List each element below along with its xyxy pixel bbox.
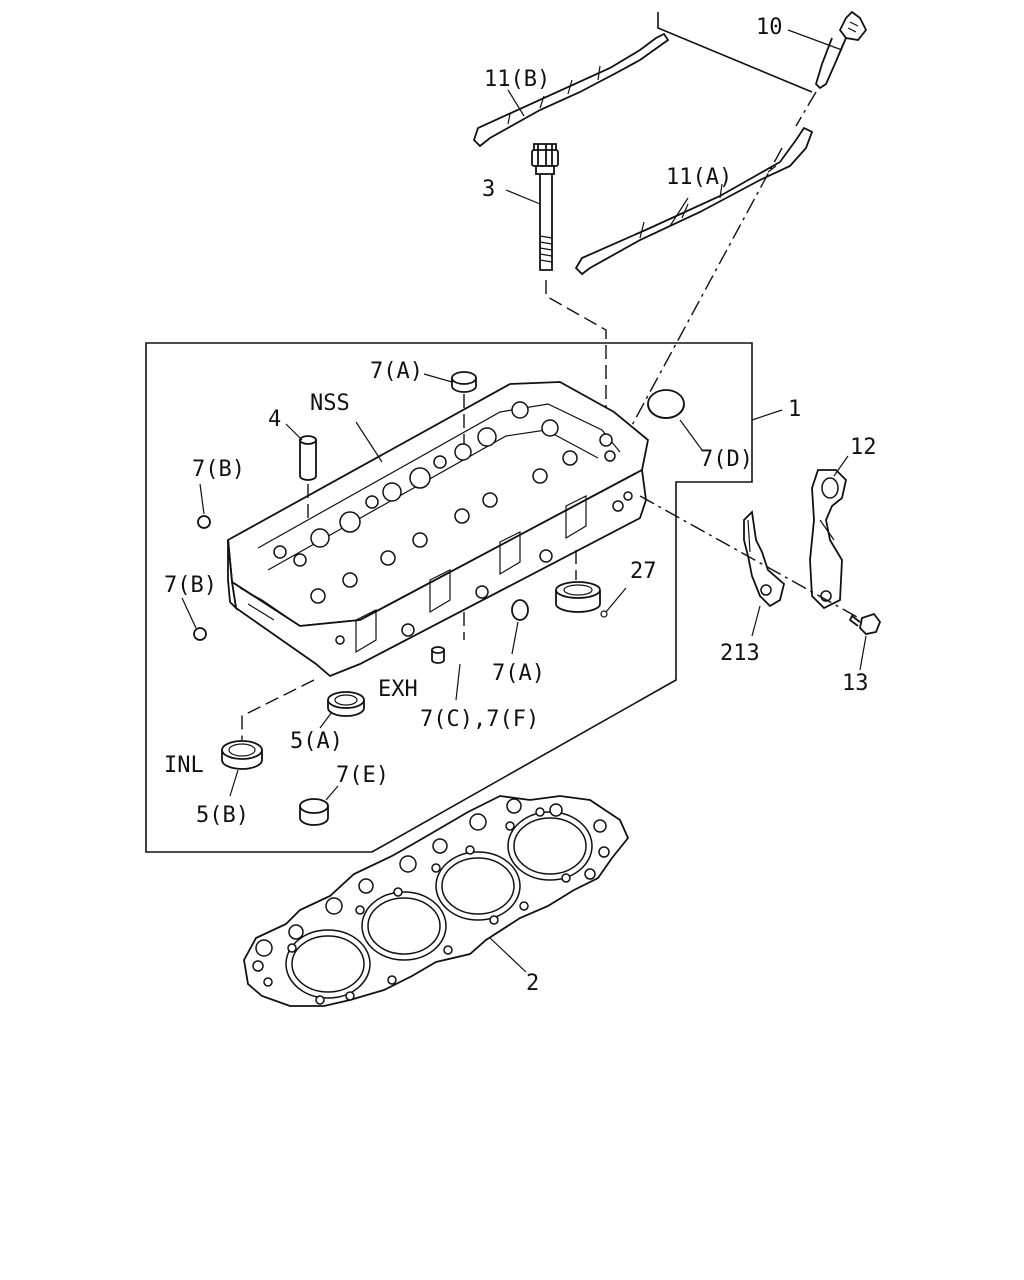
- gasket-holes: [252, 798, 610, 1005]
- callout-13: 13: [842, 671, 869, 696]
- dash-3: [545, 280, 607, 410]
- cap-7d[interactable]: [647, 389, 685, 419]
- glow-plug-frame: [657, 12, 813, 93]
- assembly-frame: [145, 342, 753, 853]
- callout-5b: 5(B): [196, 803, 249, 828]
- leader-27: [605, 587, 627, 613]
- leader-2: [489, 937, 527, 973]
- plug-7a-bottom[interactable]: [511, 599, 529, 621]
- leader-1: [751, 409, 783, 421]
- head-bolt[interactable]: [531, 143, 559, 271]
- callout-7d: 7(D): [700, 447, 753, 472]
- leader-12: [833, 455, 849, 477]
- connector-plate-11a[interactable]: [574, 126, 814, 276]
- callout-inl: INL: [164, 753, 204, 778]
- leader-10: [787, 29, 843, 51]
- bolt-13[interactable]: [848, 612, 882, 635]
- callout-10: 10: [756, 15, 783, 40]
- leader-7a-bottom: [511, 621, 519, 655]
- leader-13: [859, 635, 867, 671]
- bracket-12[interactable]: [809, 469, 847, 610]
- callout-27: 27: [630, 559, 657, 584]
- callout-5a: 5(A): [290, 729, 343, 754]
- dashdot-bracket: [639, 495, 867, 623]
- seal-5b[interactable]: [221, 740, 263, 770]
- plug-7e[interactable]: [299, 798, 329, 826]
- plug-7b-lower[interactable]: [193, 627, 207, 641]
- bushing-27[interactable]: [555, 581, 601, 613]
- callout-11b: 11(B): [484, 67, 550, 92]
- leader-5a: [319, 711, 333, 729]
- leader-3: [505, 189, 541, 205]
- leader-5b: [229, 769, 239, 797]
- cam-bosses: [273, 401, 616, 567]
- callout-2: 2: [526, 971, 539, 996]
- dash-10: [795, 91, 817, 127]
- leader-11a: [669, 197, 689, 227]
- callout-213: 213: [720, 641, 760, 666]
- leader-7b-lower: [181, 597, 197, 629]
- exhaust-ports: [335, 491, 633, 654]
- callout-1: 1: [788, 397, 801, 422]
- dashdot-plate: [623, 147, 783, 441]
- callout-3: 3: [482, 177, 495, 202]
- pin-27: [600, 610, 608, 618]
- callout-7b-upper: 7(B): [192, 457, 245, 482]
- leader-7c: [455, 663, 461, 701]
- callout-7c-7f: 7(C),7(F): [420, 707, 539, 732]
- leader-11b: [507, 89, 525, 117]
- leader-nss: [355, 421, 383, 463]
- leader-213: [751, 605, 761, 637]
- head-gasket[interactable]: [243, 795, 630, 1007]
- seal-5a[interactable]: [327, 691, 365, 717]
- leader-7d: [679, 419, 703, 451]
- leader-7b-upper: [199, 483, 205, 515]
- dash-5b: [241, 679, 315, 740]
- connector-plate-11b[interactable]: [472, 32, 670, 148]
- plug-7b-upper[interactable]: [197, 515, 211, 529]
- leader-7e: [325, 785, 339, 801]
- valve-guide[interactable]: [299, 435, 317, 481]
- callout-4: 4: [268, 407, 281, 432]
- callout-7b-lower: 7(B): [164, 573, 217, 598]
- callout-7a-bottom: 7(A): [492, 661, 545, 686]
- plug-7c-7f[interactable]: [431, 646, 445, 664]
- cylinder-head[interactable]: [227, 381, 649, 678]
- callout-12: 12: [850, 435, 877, 460]
- callout-7e: 7(E): [336, 763, 389, 788]
- callout-11a: 11(A): [666, 165, 732, 190]
- callout-nss: NSS: [310, 391, 350, 416]
- callout-exh: EXH: [378, 677, 418, 702]
- injector-wells: [310, 450, 578, 604]
- bracket-213[interactable]: [743, 510, 786, 608]
- leader-7a-top: [423, 373, 453, 383]
- callout-7a-top: 7(A): [370, 359, 423, 384]
- leader-4: [285, 423, 303, 441]
- plug-7a-top[interactable]: [451, 371, 477, 393]
